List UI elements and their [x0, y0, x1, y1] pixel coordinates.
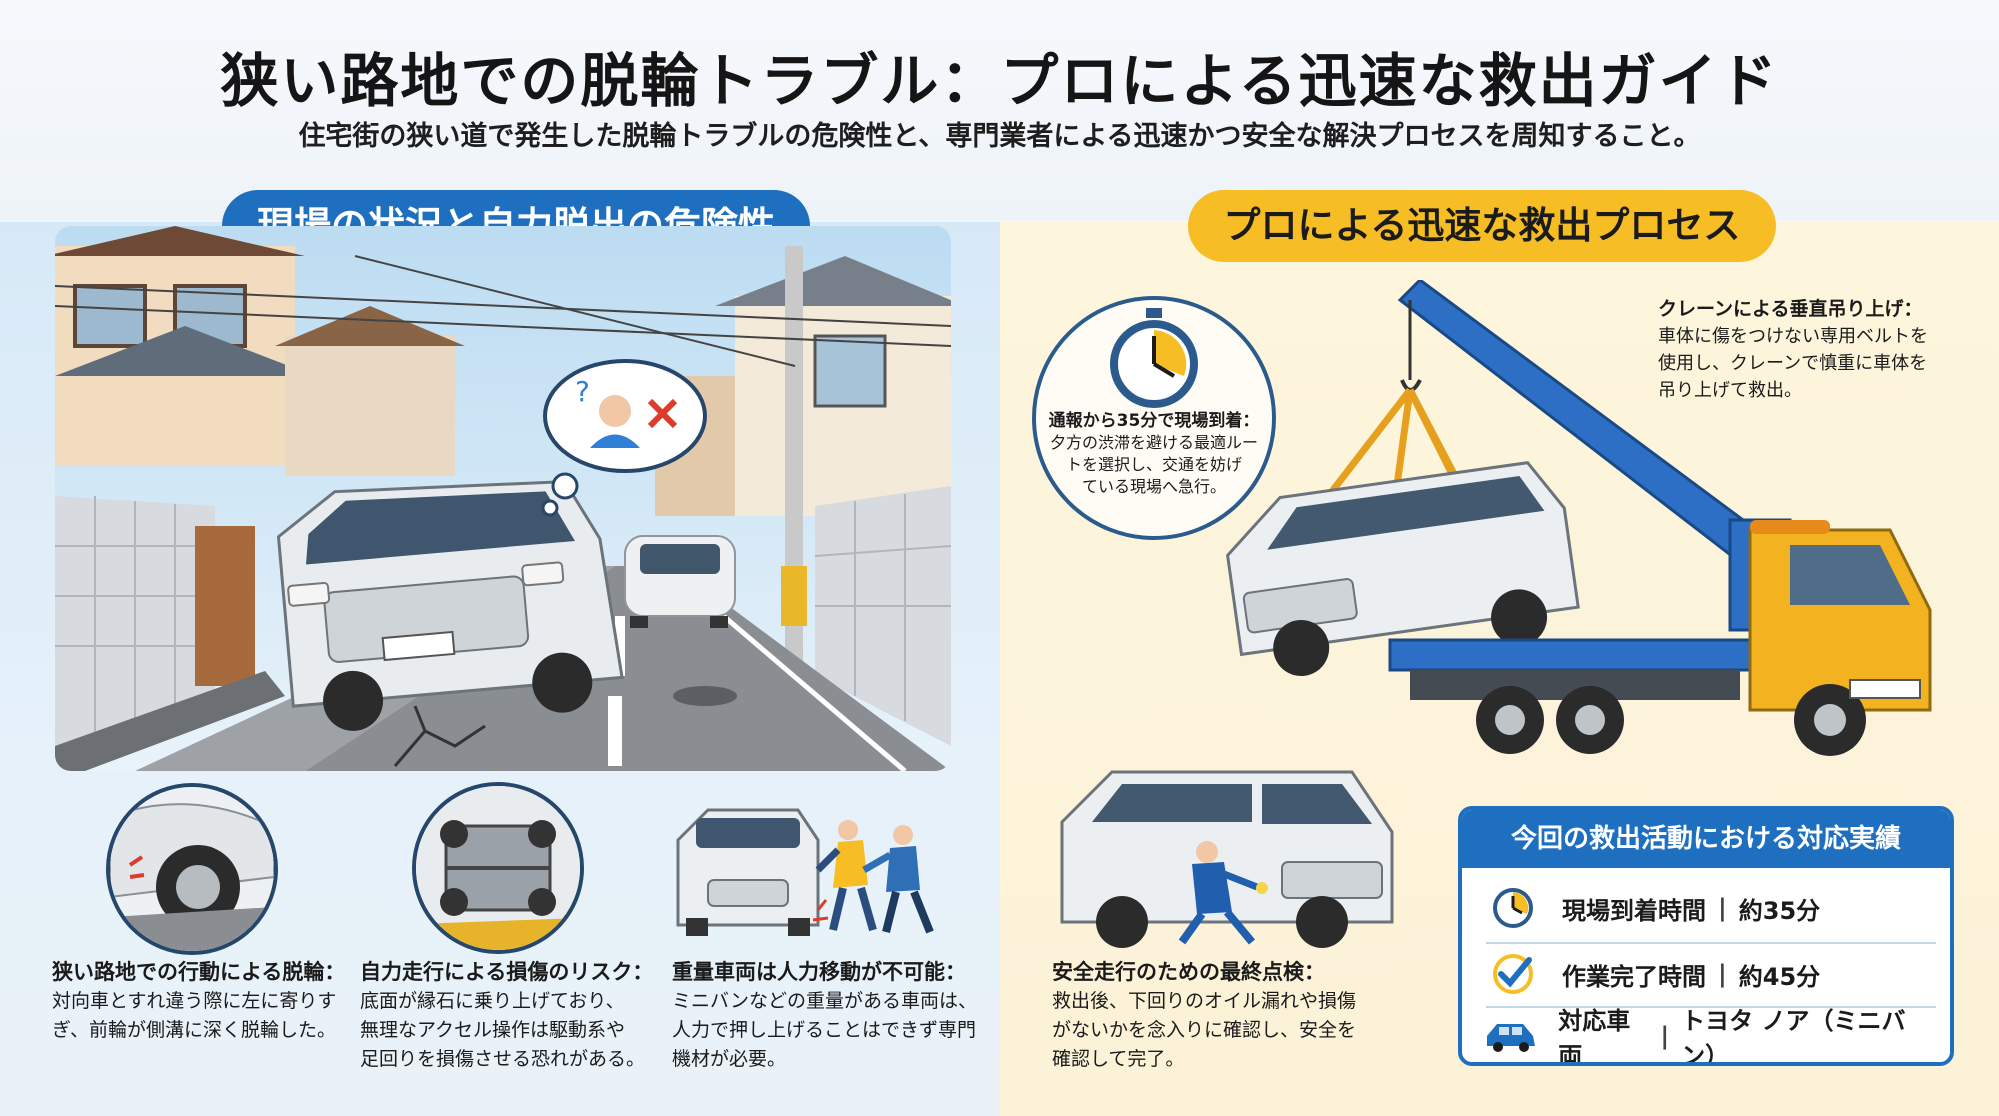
left-item-3-line: 機材が必要。 [672, 1048, 787, 1070]
row-divider [1486, 1006, 1936, 1008]
results-title: 今回の救出活動における対応実績 [1462, 810, 1950, 868]
page-title: 狭い路地での脱輪トラブル：プロによる迅速な救出ガイド [220, 47, 1779, 115]
svg-text:?: ? [575, 375, 590, 408]
left-item-2-line: 底面が縁石に乗り上げており、 [360, 990, 625, 1012]
arrival-line: トを選択し、交通を妨げ [1065, 455, 1242, 474]
car-icon [1482, 1014, 1540, 1058]
left-item-3-heading: 重量車両は人力移動が不可能： [672, 960, 966, 984]
result-separator: | [1718, 894, 1727, 922]
mechanic-inspection-illustration [1052, 762, 1412, 952]
people-pushing-van-illustration [668, 800, 968, 940]
front-wheel-detail-circle [106, 783, 278, 955]
result-row-completion: 作業完了時間 | 約45分 [1482, 942, 1938, 1006]
inspection-heading: 安全走行のための最終点検： [1052, 960, 1325, 984]
inspection-line: がないかを念入りに確認し、安全を [1052, 1019, 1357, 1041]
checkmark-icon [1482, 952, 1544, 996]
result-row-vehicle: 対応車両 | トヨタ ノア（ミニバン） [1482, 1004, 1938, 1066]
left-item-2-line: 無理なアクセル操作は駆動系や [360, 1019, 626, 1041]
narrow-street-illustration: ? [55, 226, 951, 771]
arrival-text: 通報から35分で現場到着： 夕方の渋滞を避ける最適ルー トを選択し、交通を妨げ … [1040, 410, 1268, 498]
inspection-text: 安全走行のための最終点検： 救出後、下回りのオイル漏れや損傷 がないかを念入りに… [1052, 958, 1442, 1074]
page-header [0, 0, 1999, 220]
result-label: 作業完了時間 [1562, 962, 1706, 991]
results-summary-box: 今回の救出活動における対応実績 現場到着時間 | 約35分 作業完了時間 | 約… [1458, 806, 1954, 1066]
right-section-title: プロによる迅速な救出プロセス [1188, 190, 1776, 262]
left-item-1: 狭い路地での行動による脱輪： 対向車とすれ違う際に左に寄りす ぎ、前輪が側溝に深… [52, 958, 352, 1045]
left-item-1-line: 対向車とすれ違う際に左に寄りす [52, 990, 337, 1012]
left-item-2-heading: 自力走行による損傷のリスク： [360, 960, 654, 984]
crane-line: 使用し、クレーンで慎重に車体を [1658, 353, 1928, 374]
left-item-2: 自力走行による損傷のリスク： 底面が縁石に乗り上げており、 無理なアクセル操作は… [360, 958, 660, 1074]
crane-text: クレーンによる垂直吊り上げ： 車体に傷をつけない専用ベルトを 使用し、クレーンで… [1658, 296, 1978, 404]
row-divider [1486, 942, 1936, 944]
result-label: 現場到着時間 [1562, 896, 1706, 925]
crane-line: 車体に傷をつけない専用ベルトを [1658, 326, 1928, 347]
left-item-3-line: 人力で押し上げることはできず専門 [672, 1019, 977, 1041]
result-row-arrival: 現場到着時間 | 約35分 [1482, 876, 1938, 940]
result-separator: | [1718, 960, 1727, 988]
stopwatch-icon [1108, 308, 1200, 408]
inspection-line: 確認して完了。 [1052, 1048, 1185, 1070]
result-label: 対応車両 [1558, 1007, 1631, 1066]
clock-icon [1482, 886, 1544, 930]
crane-line: 吊り上げて救出。 [1658, 380, 1802, 401]
crane-truck-lifting-van-illustration [1210, 278, 1950, 760]
result-separator: | [1660, 1022, 1670, 1050]
result-value: 約35分 [1738, 896, 1821, 925]
left-item-3-line: ミニバンなどの重量がある車両は、 [672, 990, 977, 1012]
left-item-3: 重量車両は人力移動が不可能： ミニバンなどの重量がある車両は、 人力で押し上げる… [672, 958, 992, 1074]
arrival-heading: 通報から35分で現場到着： [1048, 411, 1260, 431]
left-item-1-line: ぎ、前輪が側溝に深く脱輪した。 [52, 1019, 337, 1041]
page-subtitle: 住宅街の狭い道で発生した脱輪トラブルの危険性と、専門業者による迅速かつ安全な解決… [298, 121, 1701, 152]
left-item-2-line: 足回りを損傷させる恐れがある。 [360, 1048, 646, 1070]
arrival-time-circle [1032, 296, 1276, 540]
inspection-line: 救出後、下回りのオイル漏れや損傷 [1052, 990, 1357, 1012]
result-value: 約45分 [1738, 962, 1821, 991]
left-item-1-heading: 狭い路地での行動による脱輪： [52, 960, 346, 984]
arrival-line: 夕方の渋滞を避ける最適ルー [1049, 433, 1258, 452]
arrival-line: ている現場へ急行。 [1081, 477, 1226, 496]
result-value: トヨタ ノア（ミニバン） [1681, 1007, 1906, 1066]
undercarriage-detail-circle [412, 782, 584, 954]
crane-heading: クレーンによる垂直吊り上げ： [1658, 298, 1923, 320]
